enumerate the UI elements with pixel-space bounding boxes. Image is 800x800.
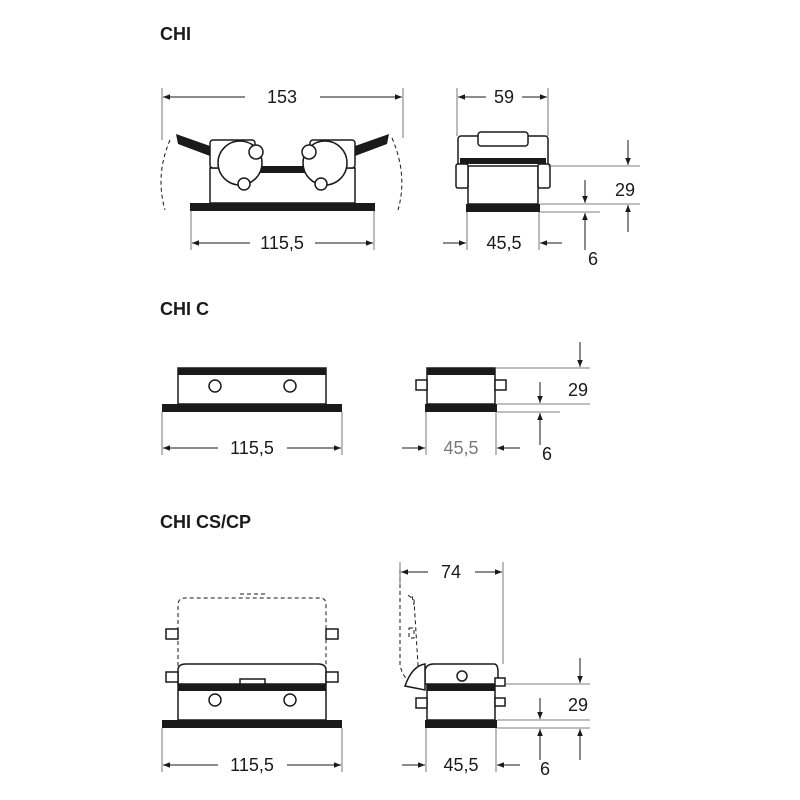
chi-c-front-view: 115,5 (161, 367, 343, 458)
chi-side-clip-left (455, 163, 469, 189)
chi-cs-dim-base-width: 115,5 (230, 755, 274, 775)
section-chi-cs-cp: CHI CS/CP 115,5 (160, 512, 590, 779)
chi-cs-pin-lower-left (165, 671, 179, 683)
chi-dim-base-height: 6 (588, 249, 598, 269)
chi-cs-dim-height: 29 (568, 695, 588, 715)
chi-cs-side-pin-right-upper (494, 677, 506, 687)
chi-lever-handle-right (355, 134, 389, 156)
chi-lever-arc-right (391, 137, 403, 211)
chi-cs-side-cover-open-tip (411, 595, 415, 606)
chi-cs-dim-side-depth: 74 (441, 562, 461, 582)
chi-c-side-view: 45,5 29 6 (402, 342, 590, 464)
chi-top-bar (244, 166, 321, 173)
chi-c-base-plate (162, 404, 342, 412)
chi-cs-side-base-plate (425, 720, 497, 728)
chi-base-plate (190, 203, 375, 211)
chi-c-side-pin-left (415, 379, 428, 391)
chi-c-screw-left (208, 379, 222, 393)
chi-cs-front-view: 115,5 (161, 593, 343, 775)
chi-lever-pin-left-lower (237, 177, 251, 191)
chi-lever-handle-left (176, 134, 210, 156)
chi-lever-pin-left (248, 144, 264, 160)
chi-cs-pin-upper-right (325, 628, 339, 640)
chi-side-body (467, 163, 539, 205)
chi-side-view: 59 45,5 29 6 (443, 87, 640, 269)
chi-cs-side-cover-screw (456, 670, 468, 682)
chi-c-side-pin-right (494, 379, 507, 391)
chi-cs-top-bar (178, 684, 326, 691)
chi-cs-cover-tab (239, 678, 266, 685)
chi-cs-dim-side-base: 45,5 (443, 755, 478, 775)
chi-cs-base-plate (162, 720, 342, 728)
section-title-chi: CHI (160, 24, 191, 44)
chi-c-dim-side-base: 45,5 (443, 438, 478, 458)
section-title-chi-c: CHI C (160, 299, 209, 319)
chi-c-side-base-plate (425, 404, 497, 412)
chi-cs-screw-left (208, 693, 222, 707)
chi-lever-pin-right-lower (314, 177, 328, 191)
chi-cs-pin-upper-left (165, 628, 179, 640)
chi-cs-dim-base-height: 6 (540, 759, 550, 779)
chi-cs-side-pin-left (415, 697, 428, 709)
chi-cs-side-top-bar (427, 684, 495, 691)
chi-side-clip-right (537, 163, 551, 189)
section-chi-c: CHI C 115,5 45,5 (160, 299, 590, 464)
chi-front-view: 153 115,5 (160, 87, 404, 253)
chi-dim-side-base: 45,5 (486, 233, 521, 253)
chi-c-side-top-bar (427, 368, 495, 375)
chi-c-screw-right (283, 379, 297, 393)
section-title-chi-cs-cp: CHI CS/CP (160, 512, 251, 532)
section-chi: CHI (160, 24, 640, 269)
chi-dim-height: 29 (615, 180, 635, 200)
chi-cs-cover-closed (177, 663, 327, 685)
chi-c-top-bar (178, 368, 326, 375)
chi-c-dim-height: 29 (568, 380, 588, 400)
chi-side-lever-bar (460, 158, 546, 164)
chi-lever-arc-left (160, 139, 171, 211)
chi-cs-side-hinge (404, 663, 426, 691)
chi-cs-pin-lower-right (325, 671, 339, 683)
chi-cs-cover-open-outline (177, 597, 327, 666)
chi-c-dim-base-height: 6 (542, 444, 552, 464)
chi-cs-side-view: 74 45,5 29 6 (399, 562, 590, 779)
chi-side-lever-cap (477, 131, 529, 147)
chi-side-base-plate (466, 204, 540, 212)
chi-cs-side-cover-open-latch (408, 627, 415, 639)
chi-c-dim-base-width: 115,5 (230, 438, 274, 458)
chi-cs-screw-right (283, 693, 297, 707)
chi-dim-base-width: 115,5 (260, 233, 304, 253)
chi-dim-side-depth: 59 (494, 87, 514, 107)
chi-dim-overall-width: 153 (267, 87, 297, 107)
chi-lever-pin-right (301, 144, 317, 160)
chi-cs-side-pin-right-lower (494, 697, 506, 707)
